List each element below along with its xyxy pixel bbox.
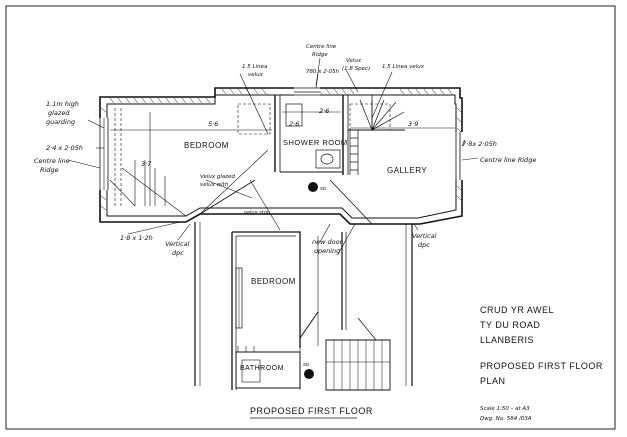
note-window-bottom-left: 1·8 x 1·2h [120,234,153,242]
note-rooflight-top: Velux (1.8 Spec) [342,58,370,72]
label-sd-upper: SD [320,186,327,191]
title-block-line-2: TY DU ROAD [480,320,540,330]
note-new-door-opening: new door opening [312,238,344,255]
note-vertical-dpc-left: Vertical dpc [165,240,192,257]
room-label-bathroom: BATHROOM [240,365,284,372]
title-block-scale: Scale 1:50 – at A3 [480,406,530,412]
note-velux-stop: velux stop [244,210,270,216]
note-velux-glazed: Velux glazed velux with [200,174,237,188]
title-block-line-5: PLAN [480,376,506,386]
dimension-2-6-gallery: 2·6 [319,107,329,115]
smoke-detector-lower [304,369,314,379]
title-block: CRUD YR AWEL TY DU ROAD LLANBERIS PROPOS… [480,305,603,422]
dimension-3-9: 3·9 [408,120,418,128]
upper-wing-walls [98,86,464,225]
note-centre-line-ridge-left: Centre line Ridge [34,157,72,174]
title-block-line-4: PROPOSED FIRST FLOOR [480,361,603,371]
shower-fittings [285,103,341,169]
dimension-lines [110,111,455,215]
note-vertical-dpc-right: Vertical dpc [412,232,439,249]
dimension-5-6: 5·6 [208,120,218,128]
room-label-bedroom-upper: BEDROOM [184,141,229,150]
room-label-gallery: GALLERY [387,166,427,175]
note-window-left: 2·4 x 2·05h [46,144,83,152]
room-label-shower-room: SHOWER ROOM [283,138,348,147]
dimension-2-6: 2·6 [289,120,299,128]
bedroom-slope-hatching [109,160,187,217]
sheet-border [5,5,616,430]
note-window-top: 780 x 2·05h [306,69,339,75]
lower-wing-walls [194,179,413,391]
note-velux-upper: 1.5 Linea velux [242,64,269,78]
title-block-line-1: CRUD YR AWEL [480,305,554,315]
leader-lines [67,57,479,243]
note-window-right: 7·8x 2·05h [462,140,497,148]
title-block-line-3: LLANBERIS [480,335,534,345]
title-block-drawing-number: Dwg. No. 584 /03A [480,416,532,422]
note-centre-line-ridge-top: Centre line Ridge [306,44,338,58]
smoke-detector-upper [308,182,318,192]
drawing-title: PROPOSED FIRST FLOOR [250,406,373,416]
dimension-3-7: 3·7 [141,160,152,168]
note-glazed-guarding: 1.1m high glazed guarding [46,100,81,126]
upper-staircase [349,99,405,175]
velux-outlines [114,103,391,208]
room-label-bedroom-lower: BEDROOM [251,277,296,286]
label-sd-lower: SD [303,362,310,367]
note-velux-right: 1.5 Linea velux [382,64,425,70]
note-centre-line-ridge-right: Centre line Ridge [480,156,536,164]
